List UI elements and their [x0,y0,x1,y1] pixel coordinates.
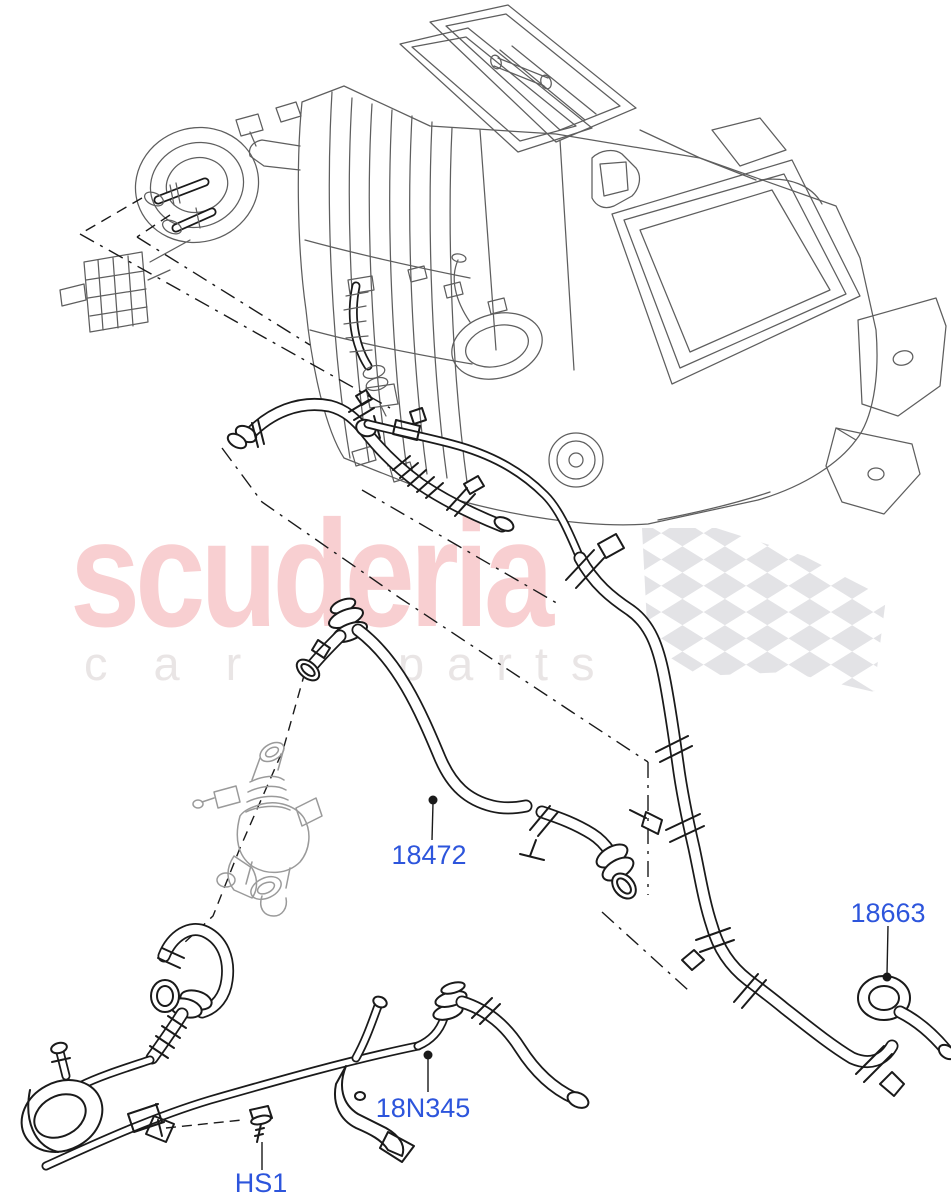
watermark-word-car: car [84,637,288,690]
watermark-brand-text: scuderia [70,489,554,659]
part-number-18472[interactable]: 18472 [391,840,466,870]
hose-assembly-18N345 [20,923,590,1171]
callout-dot-18663 [882,972,892,982]
watermark-checkered-flag [642,528,886,692]
hvac-unit-illustration [59,4,947,526]
callout-dot-18472 [428,795,438,805]
part-number-18663[interactable]: 18663 [850,898,925,928]
hose-upper-run [226,389,515,533]
hose-right-run [363,407,951,1097]
callouts: 18472 18663 18N345 HS1 [235,795,926,1198]
part-number-18N345[interactable]: 18N345 [376,1093,471,1123]
callout-18N345[interactable]: 18N345 [376,1050,471,1124]
watermark-word-parts: parts [398,637,618,690]
part-number-HS1[interactable]: HS1 [235,1168,288,1198]
water-valve-reference [192,741,323,917]
callout-18663[interactable]: 18663 [850,898,926,982]
callout-18472[interactable]: 18472 [391,795,467,871]
callout-HS1[interactable]: HS1 [235,1142,288,1198]
callout-dot-18N345 [423,1050,433,1060]
hose-18472-arch [295,597,637,900]
screw-hs1 [249,1105,273,1143]
